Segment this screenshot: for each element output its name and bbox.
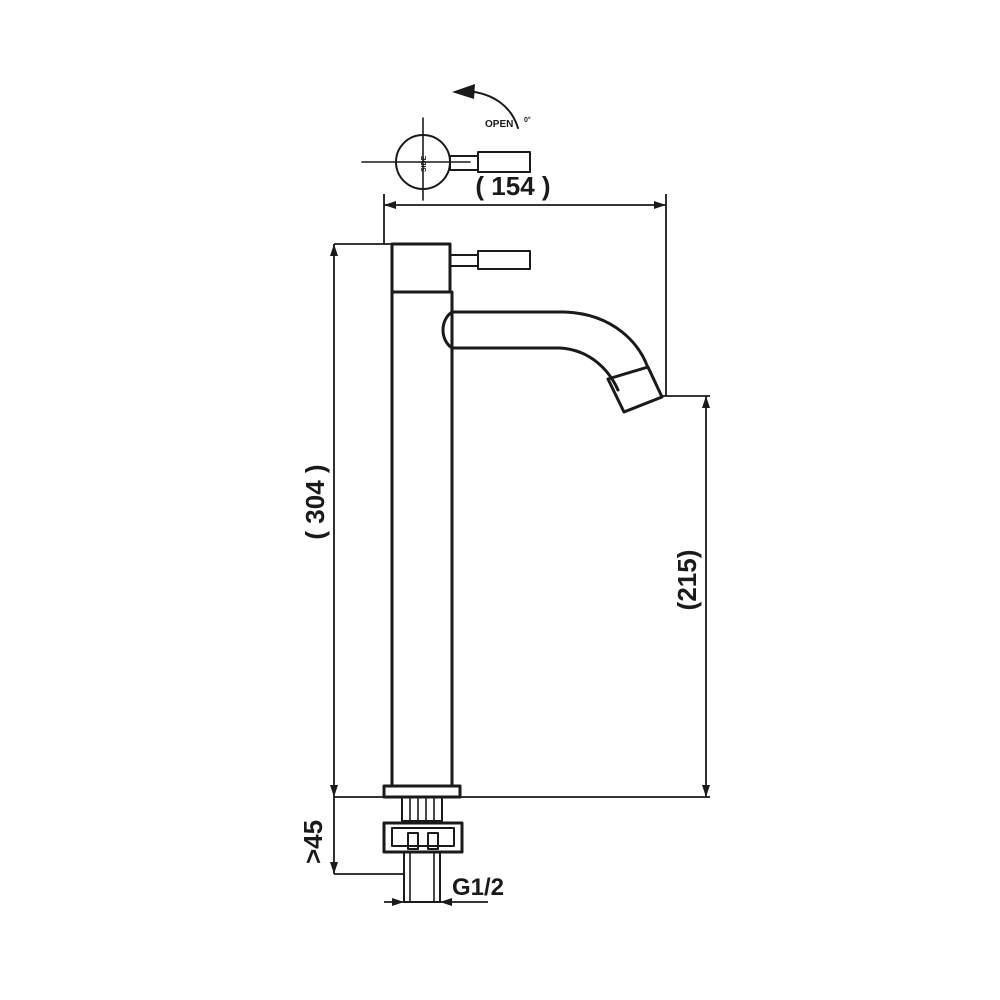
thread-label: G1/2 — [452, 874, 504, 901]
handle-lever-top — [477, 151, 531, 173]
threaded-shank — [401, 796, 443, 822]
tail-arrow-bottom — [330, 862, 338, 874]
handle-neck — [449, 254, 479, 267]
faucet-head — [390, 242, 452, 294]
handle-neck-top — [449, 155, 479, 171]
spout-lower-edge — [450, 346, 620, 392]
width-dimension: ( 154 ) — [383, 171, 667, 396]
spout-height-arrow-top — [702, 396, 710, 408]
mounting-hardware — [382, 796, 464, 903]
open-arrow-icon — [452, 84, 475, 99]
height-arrow-top — [330, 244, 338, 256]
fixing-nut-left — [407, 832, 419, 850]
width-arrow-right — [654, 201, 666, 209]
tail-length-label: >45 — [298, 820, 328, 864]
thread-dimension: G1/2 — [384, 874, 504, 906]
spout-height-dimension: (215) — [460, 395, 710, 798]
spout-height-arrow-bottom — [702, 785, 710, 797]
fixing-nut-right — [427, 832, 439, 850]
open-label: OPEN — [485, 119, 513, 130]
thread-arrow-right — [440, 898, 452, 906]
angle-label: 0° — [524, 116, 531, 124]
spout-upper-edge — [450, 310, 650, 370]
height-dimension: ( 304 ) — [300, 243, 392, 798]
spout-aerator — [606, 365, 664, 414]
faucet-body — [382, 242, 664, 799]
width-arrow-left — [384, 201, 396, 209]
handle-top-view: OPEN 0° SIDE — [361, 84, 531, 201]
height-arrow-bottom — [330, 785, 338, 797]
width-label: ( 154 ) — [475, 171, 550, 201]
spout-root — [441, 310, 454, 350]
tail-length-dimension: >45 — [298, 797, 404, 875]
base-plinth — [382, 784, 462, 799]
spout-height-label: (215) — [672, 550, 702, 611]
thread-arrow-left — [392, 898, 404, 906]
side-label: SIDE — [421, 155, 428, 172]
fixing-plate — [382, 821, 464, 854]
fixing-plate-inner — [391, 827, 455, 847]
height-label: ( 304 ) — [300, 464, 330, 539]
handle-lever — [477, 250, 531, 270]
